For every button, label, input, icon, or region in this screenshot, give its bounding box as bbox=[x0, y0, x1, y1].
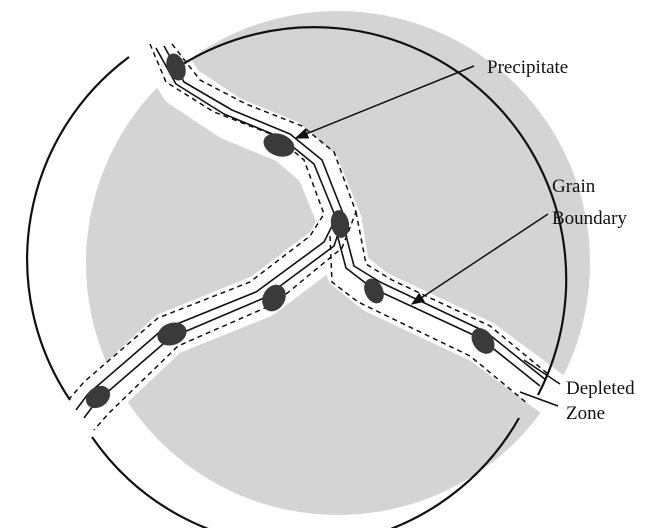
depleted-zone-label-line1: Depleted bbox=[566, 378, 635, 399]
grain-boundary-label-line1: Grain bbox=[552, 176, 596, 197]
precipitate-label: Precipitate bbox=[487, 57, 568, 78]
grain-boundary-label-line2: Boundary bbox=[552, 208, 627, 229]
depleted-zone-label-line2: Zone bbox=[566, 403, 605, 424]
